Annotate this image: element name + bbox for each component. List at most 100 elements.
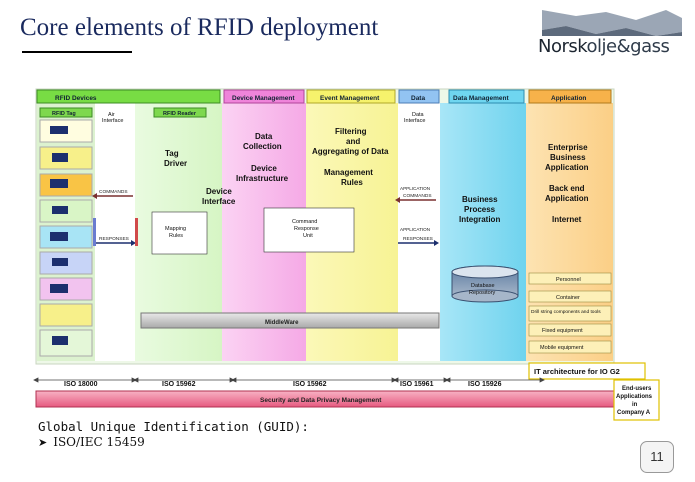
business-process-line3: Integration (459, 215, 500, 224)
iso-bullet-text: ISO/IEC 15459 (53, 435, 145, 449)
header-rfid-devices (36, 89, 221, 104)
data-commands-arrowhead (395, 197, 400, 203)
header-device-management-label: Device Management (232, 95, 295, 102)
data-management-column (440, 103, 526, 361)
database-repository-icon (451, 265, 519, 303)
air-responses-arrowhead (131, 240, 136, 246)
list-item-fixed-equipment (528, 323, 612, 337)
page-number: 11 (640, 441, 674, 473)
header-data (398, 89, 440, 104)
it-architecture-box (528, 362, 646, 380)
command-response-line3: Unit (303, 233, 313, 239)
data-collection-line2: Collection (243, 142, 282, 151)
filtering-line3: Aggregating of Data (312, 147, 389, 156)
data-app-label-2: APPLICATION (400, 227, 430, 232)
list-item-personnel (528, 272, 612, 285)
iso-label-15926: ISO 15926 (468, 381, 502, 388)
enterprise-app-line2: Business (550, 153, 586, 162)
air-interface-column (95, 103, 135, 361)
database-line2: Repository (469, 290, 496, 296)
middleware-bar (140, 312, 440, 329)
end-users-line3: in (632, 402, 638, 408)
title-underline (22, 51, 132, 53)
list-item-fixed-equipment-label: Fixed equipment (542, 328, 583, 334)
device-interface-line2: Interface (202, 197, 236, 206)
middleware-label: MiddleWare (265, 320, 299, 326)
header-application-label: Application (551, 95, 586, 102)
iso-bullet-item: ➤ ISO/IEC 15459 (38, 435, 145, 449)
filtering-line2: and (346, 137, 360, 146)
header-event-management-label: Event Management (320, 95, 380, 102)
management-rules-line2: Rules (341, 178, 363, 187)
data-responses-label: RESPONSES (403, 236, 433, 242)
header-data-management (448, 89, 525, 104)
tag-driver-line1: Tag (165, 149, 179, 158)
rfid-tag-device-stack (39, 119, 93, 357)
business-process-line1: Business (462, 195, 498, 204)
mapping-rules-line2: Rules (169, 233, 183, 239)
device-infrastructure-line1: Device (251, 164, 277, 173)
mapping-rules-line1: Mapping (165, 226, 186, 232)
end-users-line2: Applications (616, 394, 653, 400)
header-device-management (223, 89, 305, 104)
list-item-drill-string-label: Drill string components and tools (531, 309, 601, 315)
device-interface-line1: Device (206, 187, 232, 196)
list-item-mobile-equipment-label: Mobile equipment (540, 345, 584, 351)
air-commands-label: COMMANDS (99, 189, 128, 195)
iso-label-15962-a: ISO 15962 (162, 381, 196, 388)
list-item-container-label: Container (556, 295, 580, 301)
tag-side-bar (93, 218, 96, 246)
subheader-rfid-tag-label: RFID Tag (52, 111, 76, 117)
list-item-mobile-equipment (528, 340, 612, 354)
header-rfid-devices-label: RFID Devices (55, 95, 97, 102)
end-users-line4: Company A (617, 410, 651, 416)
end-users-line1: End-users (622, 386, 652, 392)
management-rules-line1: Management (324, 168, 373, 177)
norsk-olje-gass-logo (542, 10, 682, 36)
subheader-rfid-reader (153, 107, 207, 118)
business-process-line2: Process (464, 205, 496, 214)
bullet-arrow-icon: ➤ (38, 436, 48, 449)
data-interface-line1: Data (412, 112, 425, 118)
iso-label-18000: ISO 18000 (64, 381, 98, 388)
iso-bar-15926 (445, 377, 545, 383)
it-architecture-label: IT architecture for IO G2 (534, 367, 620, 376)
tag-driver-line2: Driver (164, 159, 187, 168)
air-interface-line2: Interface (102, 118, 123, 124)
internet-label: Internet (552, 215, 582, 224)
header-event-management (306, 89, 396, 104)
filtering-line1: Filtering (335, 127, 367, 136)
command-response-line1: Command (292, 219, 317, 225)
air-interface-line1: Air (108, 112, 115, 118)
iso-label-15962-b: ISO 15962 (293, 381, 327, 388)
security-privacy-label: Security and Data Privacy Management (260, 397, 382, 404)
back-end-line2: Application (545, 194, 589, 203)
logo-wordmark: Norskolje&gass (538, 36, 670, 57)
guid-heading: Global Unique Identification (GUID): (38, 419, 309, 434)
list-item-container (528, 290, 612, 303)
air-responses-label: RESPONSES (99, 236, 129, 242)
logo-part-norsk: Norsk (538, 36, 587, 57)
back-end-line1: Back end (549, 184, 585, 193)
enterprise-app-line3: Application (545, 163, 589, 172)
header-data-label: Data (411, 95, 425, 102)
subheader-rfid-tag (39, 107, 93, 118)
air-commands-arrowhead (92, 193, 97, 199)
enterprise-app-line1: Enterprise (548, 143, 588, 152)
device-infrastructure-line2: Infrastructure (236, 174, 289, 183)
reader-side-bar (135, 218, 138, 246)
data-interface-line2: Interface (404, 118, 425, 124)
header-data-management-label: Data Management (453, 95, 509, 102)
mapping-rules-box (151, 211, 208, 255)
page-title: Core elements of RFID deployment (20, 14, 379, 41)
iso-label-15961: ISO 15961 (400, 381, 434, 388)
end-users-box (613, 379, 660, 421)
data-collection-line1: Data (255, 132, 273, 141)
header-application (528, 89, 612, 104)
data-commands-label: COMMANDS (403, 193, 432, 199)
logo-part-olje-gass: olje&gass (586, 36, 670, 57)
command-response-box (263, 207, 355, 253)
command-response-line2: Response (294, 226, 319, 232)
data-responses-arrowhead (434, 240, 439, 246)
